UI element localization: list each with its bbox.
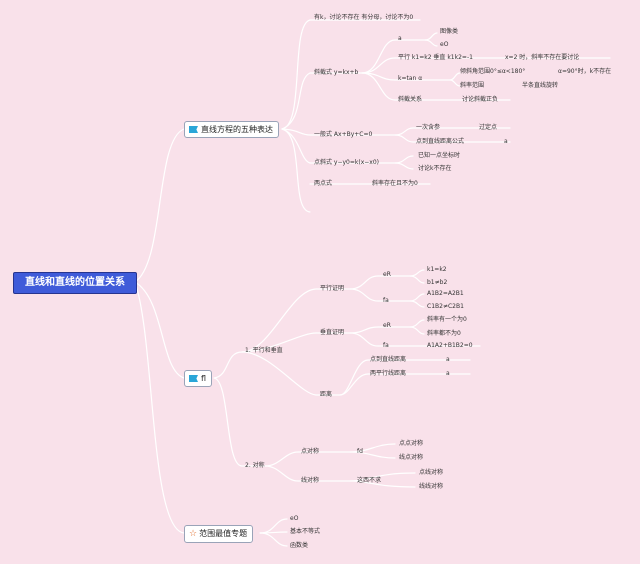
node-line-symmetry[interactable]: 线对称 (301, 477, 320, 484)
node-image-class[interactable]: 图像类 (440, 28, 459, 35)
node-fa-2[interactable]: fa (383, 342, 389, 349)
branch-position[interactable]: fl (184, 370, 213, 387)
node-k1k2[interactable]: k1=k2 (427, 266, 447, 273)
node-a1a2[interactable]: A1A2+B1B2=0 (427, 342, 473, 349)
node-a[interactable]: a (398, 35, 402, 42)
node-known-point[interactable]: 已知一点坐标时 (418, 152, 461, 159)
node-line-line-symmetry[interactable]: 线线对称 (419, 483, 444, 490)
node-note[interactable]: 有k，讨论不存在 有分母，讨论不为0 (314, 14, 414, 21)
node-distance-formula[interactable]: 点到直线距离公式 (416, 138, 465, 145)
node-parallel-perpendicular-section[interactable]: 1. 平行和垂直 (245, 347, 283, 354)
node-line-point-symmetry[interactable]: 线点对称 (399, 454, 424, 461)
root-topic[interactable]: 直线和直线的位置关系 (13, 272, 137, 294)
node-slope-range[interactable]: 斜率范围 (460, 82, 485, 89)
branch-extreme-values[interactable]: ☆范围最值专题 (184, 525, 254, 543)
node-discuss-sign[interactable]: 讨论斜截正负 (462, 96, 499, 103)
node-point-line-symmetry[interactable]: 点线对称 (419, 469, 444, 476)
node-x2-note[interactable]: x=2 时，斜率不存在要讨论 (505, 54, 580, 61)
node-general-form[interactable]: 一般式 Ax+By+C=0 (314, 131, 373, 138)
node-half-line[interactable]: 半条直线旋转 (522, 82, 559, 89)
node-c1b2[interactable]: C1B2≠C2B1 (427, 303, 464, 310)
node-symmetry-section[interactable]: 2. 对称 (245, 462, 265, 469)
node-rotate[interactable]: 这西不求 (357, 477, 382, 484)
node-fixed-point[interactable]: 过定点 (479, 124, 498, 131)
node-incline-range[interactable]: 倾斜角范围0°≤α<180° (460, 68, 526, 75)
node-point-line-distance[interactable]: 点到直线距离 (370, 356, 407, 363)
node-distance[interactable]: 距离 (320, 391, 333, 398)
node-er-2[interactable]: eR (383, 322, 391, 329)
node-perpendicular-proof[interactable]: 垂直证明 (320, 329, 345, 336)
node-eo[interactable]: eO (440, 41, 449, 48)
node-a1b2[interactable]: A1B2=A2B1 (427, 290, 464, 297)
node-function-class[interactable]: 函数类 (290, 542, 309, 549)
branch-label: 直线方程的五种表达 (201, 125, 273, 134)
node-distance-a[interactable]: a (504, 138, 508, 145)
node-alpha90[interactable]: α=90°时，k不存在 (558, 68, 612, 75)
branch-line-equation-forms[interactable]: 直线方程的五种表达 (184, 121, 279, 138)
node-slope-relation[interactable]: 斜截关系 (398, 96, 423, 103)
node-point-line-a[interactable]: a (446, 356, 450, 363)
node-one-zero[interactable]: 斜率有一个为0 (427, 316, 467, 323)
node-basic-inequality[interactable]: 基本不等式 (290, 528, 321, 535)
node-parallel-perpendicular[interactable]: 平行 k1=k2 垂直 k1k2=-1 (398, 54, 473, 61)
node-b1b2[interactable]: b1≠b2 (427, 279, 448, 286)
node-k-tan[interactable]: k=tan α (398, 75, 423, 82)
branch-label: fl (201, 374, 207, 383)
node-discuss-k[interactable]: 讨论k不存在 (418, 165, 452, 172)
star-icon: ☆ (189, 529, 198, 539)
node-point-point-symmetry[interactable]: 点点对称 (399, 440, 424, 447)
node-two-point-note[interactable]: 斜率存在且不为0 (372, 180, 418, 187)
node-parallel-lines-a[interactable]: a (446, 370, 450, 377)
node-slope-intercept[interactable]: 斜截式 y=kx+b (314, 69, 359, 76)
node-point-slope[interactable]: 点斜式 y−y0=k(x−x0) (314, 159, 379, 166)
node-coefficient[interactable]: 一次含参 (416, 124, 441, 131)
node-two-point[interactable]: 两点式 (314, 180, 333, 187)
flag-icon (189, 126, 198, 133)
node-parallel-proof[interactable]: 平行证明 (320, 285, 345, 292)
flag-icon (189, 375, 198, 382)
branch-label: 范围最值专题 (199, 529, 248, 538)
node-not-zero[interactable]: 斜率都不为0 (427, 330, 461, 337)
node-fd[interactable]: fd (357, 448, 363, 455)
node-parallel-lines-distance[interactable]: 两平行线距离 (370, 370, 407, 377)
node-er-1[interactable]: eR (383, 271, 391, 278)
node-fa-1[interactable]: fa (383, 297, 389, 304)
node-point-symmetry[interactable]: 点对称 (301, 448, 320, 455)
node-extreme-eo[interactable]: eO (290, 515, 299, 522)
